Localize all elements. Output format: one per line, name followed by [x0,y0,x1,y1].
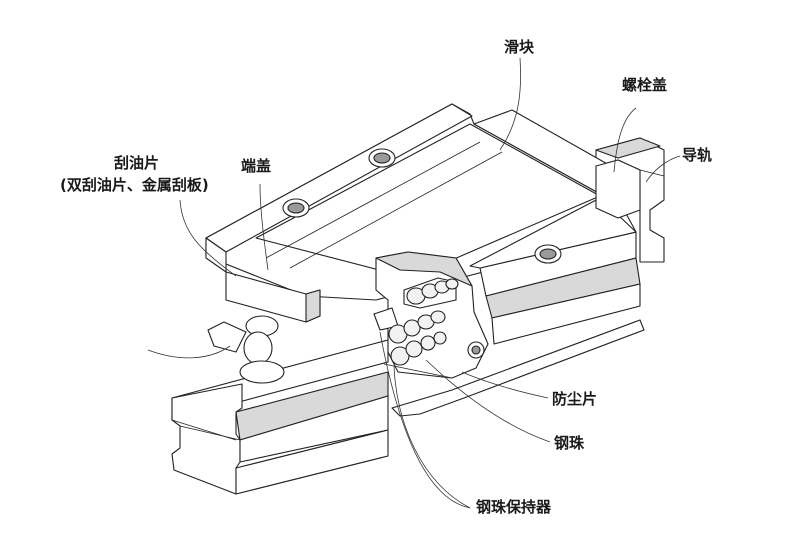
lower-ball-row [373,307,453,379]
slider-block [205,103,641,345]
leader-retainer-a [379,331,471,509]
upper-ball-row [403,277,459,309]
leader-slider [499,57,522,151]
bolt-cap [595,159,641,219]
leader-nipple [147,345,231,359]
label-wiper-line1: 刮油片 [114,154,160,172]
bolt-hole-1 [368,148,396,168]
label-bolt-cap: 螺栓盖 [622,76,668,94]
bolt-hole-3 [534,244,562,264]
leader-retainer-b [393,365,471,509]
leader-steel-ball [425,359,551,443]
leader-dust-strip [461,371,549,399]
label-wiper-line2: (双刮油片、金属刮板) [60,176,209,194]
grease-nipple [207,315,285,384]
leader-wiper [179,199,237,277]
label-ball-retainer: 钢珠保持器 [476,498,552,516]
label-dust-strip: 防尘片 [552,390,598,408]
leader-end-cap [259,183,269,271]
bolt-hole-2 [282,198,310,218]
rail [171,137,665,495]
dust-strip [391,319,645,417]
end-cap [225,271,321,323]
leader-lines [147,57,681,509]
label-end-cap: 端盖 [241,157,272,175]
label-slider: 滑块 [504,38,535,56]
leader-rail [645,155,681,183]
label-rail: 导轨 [682,146,713,164]
label-steel-ball: 钢珠 [554,434,585,452]
leader-bolt-cap [613,107,637,173]
